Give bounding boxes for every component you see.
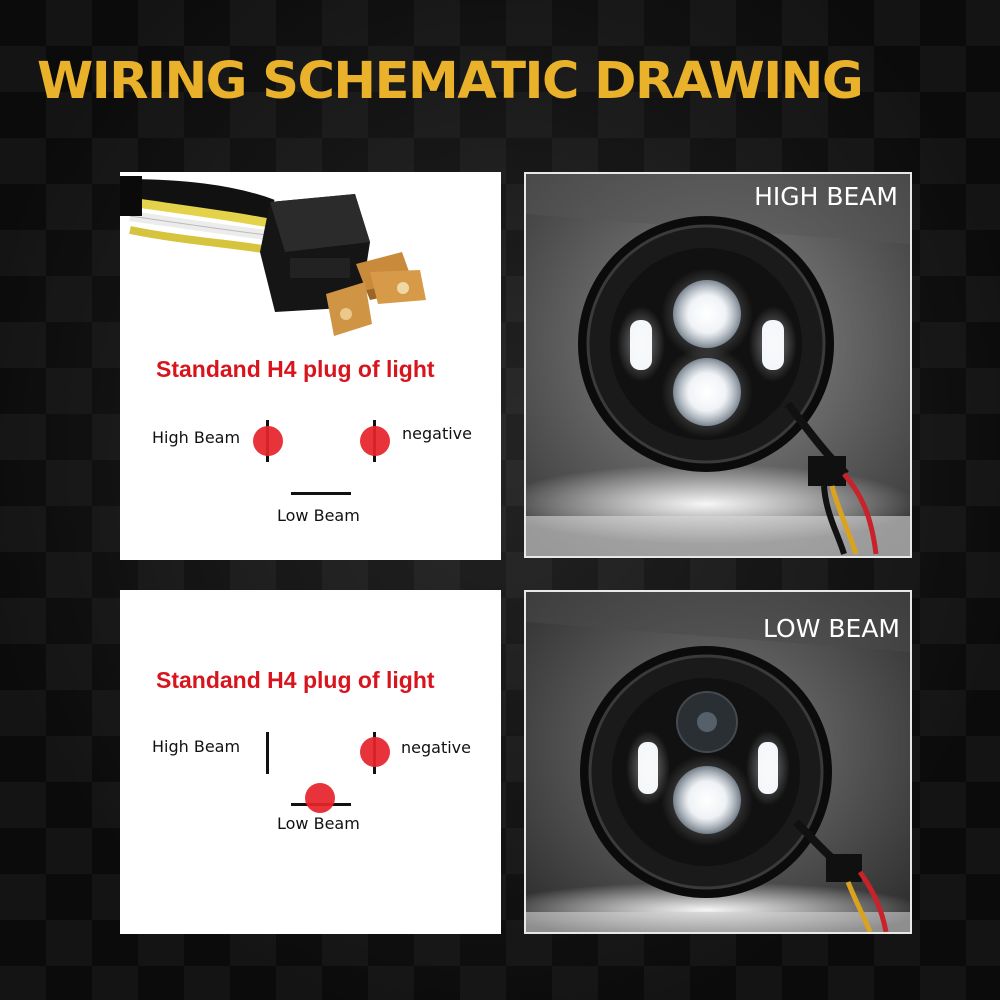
high-beam-label: High Beam [152, 737, 241, 756]
plug-title: Standand H4 plug of light [156, 667, 435, 693]
low-beam-schematic-panel: Standand H4 plug of light High Beam nega… [120, 590, 501, 934]
low-beam-active-dot [305, 783, 335, 813]
high-beam-pin [266, 732, 269, 774]
negative-label: negative [402, 424, 472, 443]
headlight-low-beam-illustration [526, 592, 910, 932]
low-beam-pin [291, 492, 351, 495]
page-title: WIRING SCHEMATIC DRAWING [37, 52, 864, 111]
high-beam-active-dot [253, 426, 283, 456]
negative-active-dot [360, 737, 390, 767]
negative-label: negative [401, 738, 471, 757]
headlight-high-beam-illustration [526, 174, 910, 556]
high-beam-photo-label: HIGH BEAM [754, 182, 898, 211]
high-beam-photo: HIGH BEAM [524, 172, 912, 558]
h4-plug-photo [120, 176, 426, 336]
high-beam-schematic-panel: Standand H4 plug of light High Beam nega… [120, 172, 501, 560]
low-beam-label: Low Beam [277, 814, 360, 833]
low-beam-label: Low Beam [277, 506, 360, 525]
negative-active-dot [360, 426, 390, 456]
plug-title: Standand H4 plug of light [156, 356, 435, 382]
high-beam-label: High Beam [152, 428, 241, 447]
low-beam-photo: LOW BEAM [524, 590, 912, 934]
low-beam-photo-label: LOW BEAM [763, 614, 900, 643]
